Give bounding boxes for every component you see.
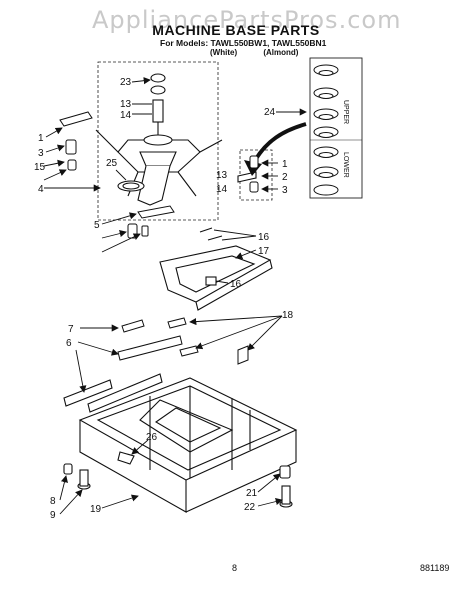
callout-13b: 13 bbox=[216, 170, 228, 181]
document-code: 881189 bbox=[420, 563, 450, 573]
callout-23: 23 bbox=[120, 77, 132, 88]
model-list: For Models: TAWL550BW1, TAWL550BN1 bbox=[160, 38, 327, 48]
callout-14: 14 bbox=[120, 110, 132, 121]
gearbox-assembly bbox=[95, 73, 257, 206]
callout-1: 1 bbox=[38, 133, 44, 144]
callout-6: 6 bbox=[66, 338, 72, 349]
leader-lines bbox=[43, 77, 307, 515]
machine-base-frame bbox=[63, 373, 298, 513]
callout-16b: 16 bbox=[230, 279, 242, 290]
callout-8: 8 bbox=[50, 496, 56, 507]
callout-numbers: 23 13 14 1 3 15 25 4 5 24 13 14 1 2 3 16… bbox=[34, 77, 294, 521]
callout-25: 25 bbox=[106, 158, 118, 169]
callout-2: 2 bbox=[282, 172, 288, 183]
callout-14b: 14 bbox=[216, 184, 228, 195]
callout-3: 3 bbox=[38, 148, 44, 159]
assembly-box bbox=[97, 61, 219, 221]
inset-label-upper: UPPER bbox=[342, 100, 349, 124]
callout-22: 22 bbox=[244, 502, 256, 513]
watermark: AppliancePartsPros.com bbox=[92, 6, 402, 34]
callout-3b: 3 bbox=[282, 185, 288, 196]
callout-4: 4 bbox=[38, 184, 44, 195]
mid-clips bbox=[117, 317, 249, 365]
small-parts-box bbox=[239, 149, 273, 201]
variant-white: (White) bbox=[210, 48, 238, 57]
callout-26: 26 bbox=[146, 432, 158, 443]
callout-9: 9 bbox=[50, 510, 56, 521]
callout-21: 21 bbox=[246, 488, 258, 499]
tub-support bbox=[159, 227, 273, 311]
callout-17: 17 bbox=[258, 246, 270, 257]
page-title: MACHINE BASE PARTS bbox=[152, 22, 320, 38]
variant-almond: (Almond) bbox=[263, 48, 299, 57]
callout-13: 13 bbox=[120, 99, 132, 110]
callout-18: 18 bbox=[282, 310, 294, 321]
left-bracket-parts bbox=[59, 111, 259, 239]
callout-15: 15 bbox=[34, 162, 46, 173]
callout-16: 16 bbox=[258, 232, 270, 243]
callout-24: 24 bbox=[264, 107, 276, 118]
callout-7: 7 bbox=[68, 324, 74, 335]
inset-label-lower: LOWER bbox=[342, 152, 349, 178]
bearing-inset: UPPER LOWER bbox=[309, 57, 363, 199]
color-variants: (White) (Almond) bbox=[210, 48, 298, 57]
inset-arrow bbox=[250, 122, 307, 167]
callout-19: 19 bbox=[90, 504, 102, 515]
page-number: 8 bbox=[232, 563, 238, 573]
callout-5: 5 bbox=[94, 220, 100, 231]
callout-1b: 1 bbox=[282, 159, 288, 170]
